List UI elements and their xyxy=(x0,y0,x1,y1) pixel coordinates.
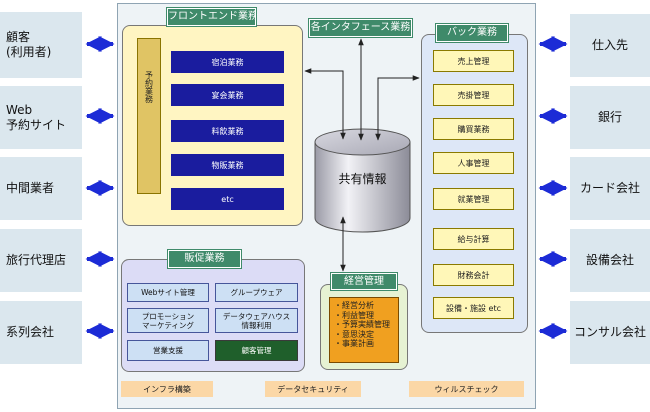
external-affiliate: 系列会社 xyxy=(0,301,82,364)
infra-virus-check: ウィルスチェック xyxy=(409,381,524,397)
external-travel-agency: 旅行代理店 xyxy=(0,229,82,292)
frontend-title: フロントエンド業務 xyxy=(166,7,258,27)
promo-item-web-site: Webサイト管理 xyxy=(127,283,209,302)
external-consulting-company: コンサル会社 xyxy=(570,301,650,364)
management-item: ・利益管理 xyxy=(334,310,374,320)
reservation-box: 予約業務 xyxy=(137,38,161,194)
promo-item-groupware: グループウェア xyxy=(215,283,298,302)
front-item-etc: etc xyxy=(171,188,284,210)
front-item-banquet: 宴会業務 xyxy=(171,84,284,106)
promo-item-data-warehouse: データウェアハウス 情報利用 xyxy=(215,308,298,333)
reservation-label: 予約業務 xyxy=(144,71,154,103)
infra-data-security: データセキュリティ xyxy=(265,381,361,397)
front-to-shared-arrow xyxy=(304,68,346,140)
promo-item-marketing: プロモーション マーケティング xyxy=(127,308,209,333)
promo-item-crm: 顧客管理 xyxy=(215,340,298,361)
back-item-accounting: 財務会計 xyxy=(433,264,514,286)
management-title: 経営管理 xyxy=(330,272,398,291)
front-item-food-beverage: 料飲業務 xyxy=(171,120,284,142)
shared-info-label: 共有情報 xyxy=(338,172,387,186)
front-item-lodging: 宿泊業務 xyxy=(171,51,284,73)
external-bank: 銀行 xyxy=(570,86,650,149)
external-customer: 顧客 (利用者) xyxy=(0,12,82,78)
back-item-hr: 人事管理 xyxy=(433,152,514,174)
external-broker: 中間業者 xyxy=(0,157,82,220)
promo-item-sales-support: 営業支援 xyxy=(127,340,209,361)
back-item-attendance: 就業管理 xyxy=(433,188,514,210)
external-supplier: 仕入先 xyxy=(570,14,650,77)
interface-title: 各インタフェース業務 xyxy=(308,18,413,38)
management-item: ・事業計画 xyxy=(334,339,374,348)
back-item-sales: 売上管理 xyxy=(433,50,514,72)
management-list: ・経営分析 ・利益管理 ・予算実績管理 ・意思決定 ・事業計画 xyxy=(329,297,399,363)
back-item-receivables: 売掛管理 xyxy=(433,84,514,106)
front-item-retail: 物販業務 xyxy=(171,154,284,176)
external-web-site: Web 予約サイト xyxy=(0,86,82,149)
external-card-company: カード会社 xyxy=(570,157,650,220)
infra-construction: インフラ構築 xyxy=(121,381,213,397)
external-equipment-company: 設備会社 xyxy=(570,229,650,292)
management-item: ・経営分析 xyxy=(334,301,374,310)
back-office-title: バック業務 xyxy=(435,23,509,43)
back-item-purchasing: 購買業務 xyxy=(433,118,514,140)
back-item-payroll: 給与計算 xyxy=(433,228,514,250)
promotion-title: 販促業務 xyxy=(167,249,242,269)
management-item: ・意思決定 xyxy=(334,329,374,339)
back-to-shared-arrow xyxy=(375,75,420,141)
management-item: ・予算実績管理 xyxy=(334,320,390,329)
back-item-facilities: 設備・施設 etc xyxy=(433,297,514,319)
